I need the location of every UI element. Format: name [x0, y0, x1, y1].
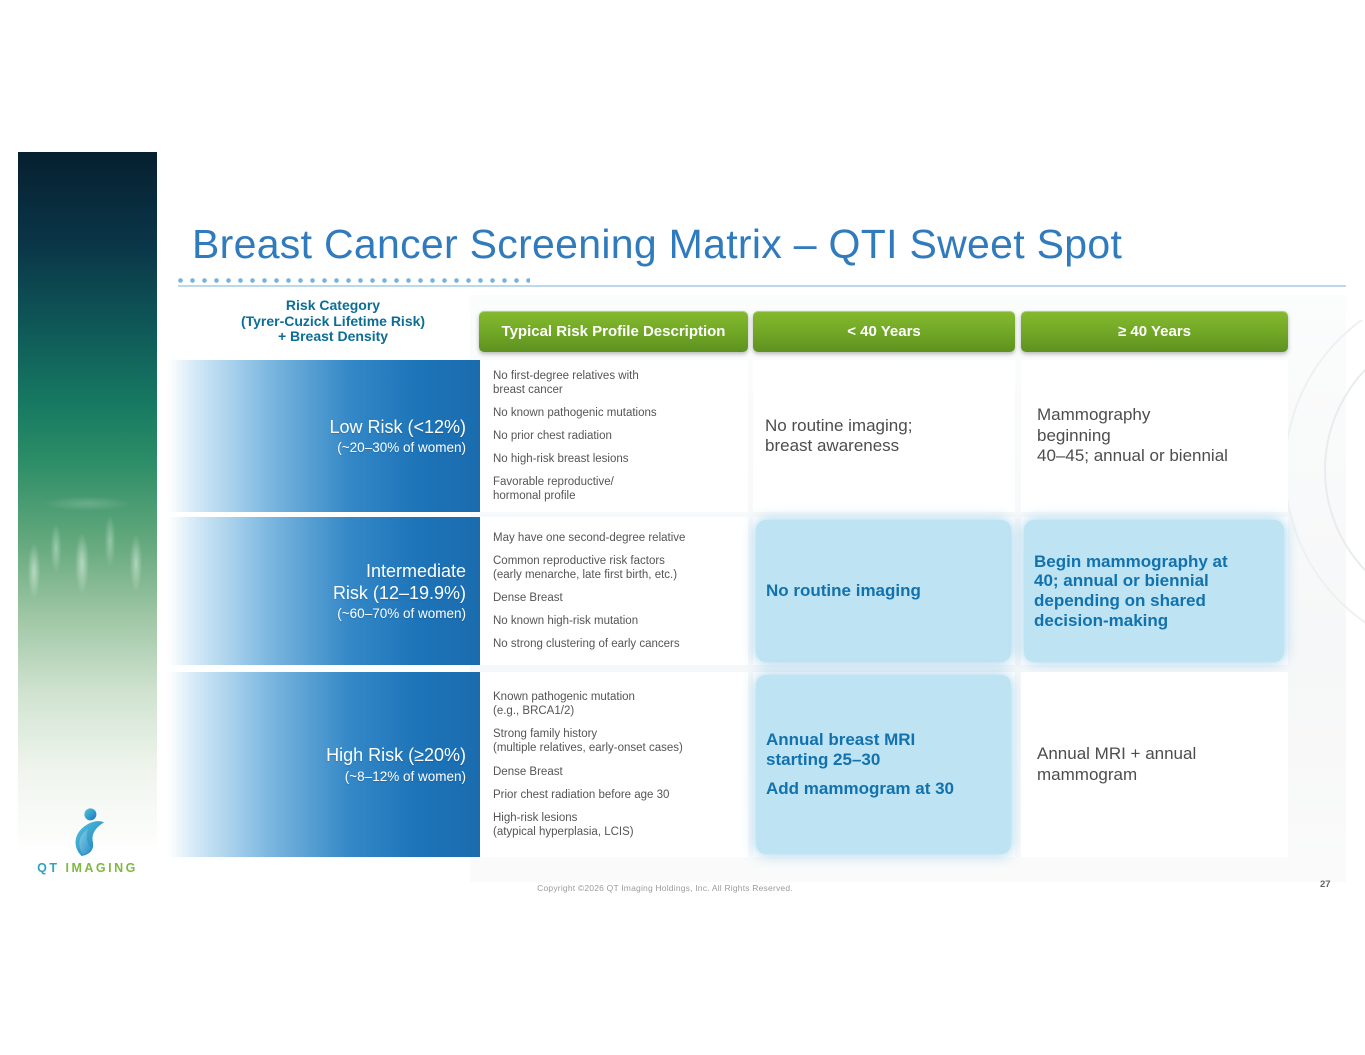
- text-item: No routine imaging: [766, 581, 921, 601]
- text-item: Favorable reproductive/ hormonal profile: [493, 476, 614, 503]
- over40-cell: Mammography beginning 40–45; annual or b…: [1021, 360, 1288, 512]
- table-row-low-risk: Low Risk (<12%) (~20–30% of women) No fi…: [168, 360, 1288, 512]
- text-item: No first-degree relatives with breast ca…: [493, 369, 639, 396]
- over40-cell: Begin mammography at 40; annual or bienn…: [1021, 517, 1288, 665]
- risk-label-cell: High Risk (≥20%) (~8–12% of women): [168, 672, 480, 857]
- text-item: High-risk lesions (atypical hyperplasia,…: [493, 811, 634, 838]
- footer-copyright: Copyright ©2026 QT Imaging Holdings, Inc…: [537, 883, 793, 893]
- profile-cell: Known pathogenic mutation (e.g., BRCA1/2…: [480, 672, 748, 857]
- text-item: Annual MRI + annual mammogram: [1037, 744, 1197, 784]
- column-header-profile: Typical Risk Profile Description: [479, 311, 748, 352]
- risk-label-sub: (~20–30% of women): [337, 440, 466, 456]
- text-item: Begin mammography at 40; annual or bienn…: [1034, 551, 1228, 630]
- over40-cell: Annual MRI + annual mammogram: [1021, 672, 1288, 857]
- risk-label: Intermediate Risk (12–19.9%): [332, 561, 466, 603]
- table-row-high-risk: High Risk (≥20%) (~8–12% of women) Known…: [168, 672, 1288, 857]
- text-item: Add mammogram at 30: [766, 779, 954, 799]
- column-header-under40: < 40 Years: [753, 311, 1015, 352]
- text-item: No known high-risk mutation: [493, 615, 639, 628]
- table-header-row: Risk Category (Tyrer-Cuzick Lifetime Ris…: [168, 297, 1288, 352]
- risk-label-cell: Intermediate Risk (12–19.9%) (~60–70% of…: [168, 517, 480, 665]
- qt-logo-icon: [75, 808, 104, 856]
- table-row-intermediate-risk: Intermediate Risk (12–19.9%) (~60–70% of…: [168, 517, 1288, 665]
- text-item: No strong clustering of early cancers: [493, 638, 680, 651]
- qt-logo-text: QT IMAGING: [18, 861, 157, 875]
- sidebar-image: [18, 152, 157, 900]
- text-item: Known pathogenic mutation (e.g., BRCA1/2…: [493, 691, 635, 718]
- highlight-box: No routine imaging: [756, 520, 1011, 662]
- logo-text-qt: QT: [37, 861, 60, 875]
- risk-label: High Risk (≥20%): [326, 745, 466, 766]
- text-item: No known pathogenic mutations: [493, 406, 657, 419]
- title-dotted-rule: [178, 278, 530, 283]
- highlight-box: Begin mammography at 40; annual or bienn…: [1024, 520, 1284, 662]
- corner-header: Risk Category (Tyrer-Cuzick Lifetime Ris…: [240, 297, 426, 345]
- text-item: Common reproductive risk factors (early …: [493, 554, 678, 581]
- text-item: Mammography beginning 40–45; annual or b…: [1037, 405, 1228, 466]
- text-item: Dense Breast: [493, 765, 563, 778]
- text-item: Dense Breast: [493, 592, 563, 604]
- risk-label-cell: Low Risk (<12%) (~20–30% of women): [168, 360, 480, 512]
- text-item: No high-risk breast lesions: [493, 453, 629, 466]
- people-silhouettes-decoration: [18, 152, 157, 900]
- under40-cell: No routine imaging: [753, 517, 1015, 665]
- profile-cell: No first-degree relatives with breast ca…: [480, 360, 748, 512]
- text-item: May have one second-degree relative: [493, 531, 686, 544]
- page-title: Breast Cancer Screening Matrix – QTI Swe…: [192, 221, 1123, 267]
- text-item: Strong family history (multiple relative…: [493, 728, 683, 755]
- logo-text-imaging: IMAGING: [65, 861, 138, 875]
- page-number: 27: [1320, 879, 1331, 890]
- text-item: Annual breast MRI starting 25–30: [766, 729, 916, 769]
- title-underline: [178, 285, 1346, 287]
- column-header-over40: ≥ 40 Years: [1021, 311, 1288, 352]
- risk-label-sub: (~60–70% of women): [337, 605, 466, 621]
- risk-label: Low Risk (<12%): [329, 416, 466, 437]
- qt-imaging-logo: QT IMAGING: [18, 806, 157, 875]
- text-item: No prior chest radiation: [493, 430, 612, 442]
- text-item: No routine imaging; breast awareness: [765, 415, 913, 455]
- text-item: Prior chest radiation before age 30: [493, 788, 670, 801]
- under40-cell: No routine imaging; breast awareness: [753, 360, 1015, 512]
- risk-label-sub: (~8–12% of women): [344, 768, 466, 784]
